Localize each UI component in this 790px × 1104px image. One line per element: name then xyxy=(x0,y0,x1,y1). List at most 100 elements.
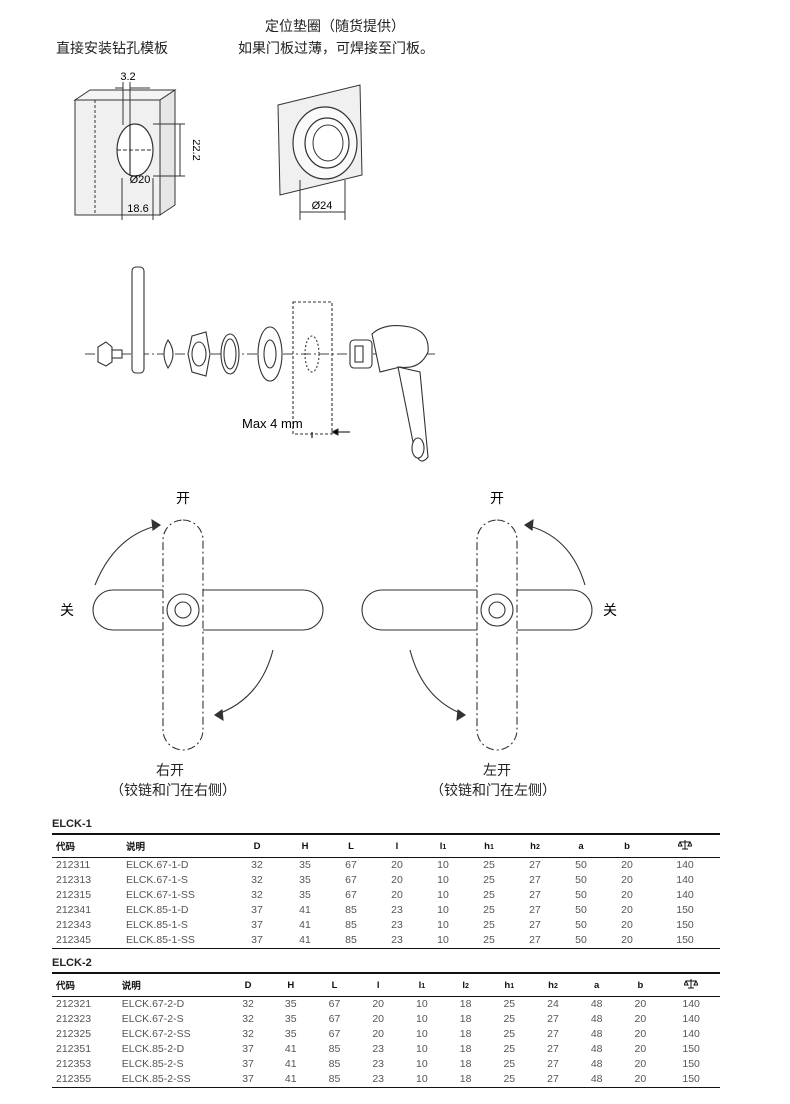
table-cell: 27 xyxy=(531,1072,575,1088)
left-close-label: 关 xyxy=(60,602,74,618)
table-cell: 27 xyxy=(529,904,541,916)
table-cell: 10 xyxy=(416,1028,428,1040)
table-cell: 50 xyxy=(575,859,587,871)
table-cell: 27 xyxy=(529,874,541,886)
table-cell: 150 xyxy=(682,1058,700,1070)
table-cell: 24 xyxy=(547,998,559,1010)
table-cell: 37 xyxy=(251,919,263,931)
left-open-caption: 左开 xyxy=(483,763,511,779)
table-cell: 212353 xyxy=(56,1058,92,1070)
washer-caption-title: 定位垫圈（随货提供） xyxy=(265,19,405,35)
table-cell: 37 xyxy=(232,933,282,949)
column-header: 代码 xyxy=(52,972,118,997)
table-cell: 20 xyxy=(634,1028,647,1040)
table-cell: 25 xyxy=(483,904,495,916)
table-cell: 67 xyxy=(345,859,357,871)
table-cell: ELCK.67-2-S xyxy=(121,1013,184,1025)
table-cell: 25 xyxy=(466,933,512,949)
table-cell: 212355 xyxy=(52,1072,118,1088)
table-cell: 20 xyxy=(621,874,633,886)
table-cell: 85 xyxy=(328,1043,341,1055)
table-cell: 212325 xyxy=(56,1028,92,1040)
column-header xyxy=(662,972,720,997)
right-open-caption-note: （铰链和门在右侧） xyxy=(110,783,236,799)
weight-scale-icon xyxy=(683,979,699,989)
table-cell: ELCK.85-2-S xyxy=(121,1058,184,1070)
table-cell: 27 xyxy=(529,919,541,931)
column-header: h2 xyxy=(531,972,575,997)
table-cell: 85 xyxy=(328,933,374,949)
washer-drawing: Ø24 xyxy=(277,84,363,220)
table-cell: 18 xyxy=(459,1028,472,1040)
column-header: L xyxy=(312,972,357,997)
left-open-caption-note: （铰链和门在左侧） xyxy=(430,783,556,799)
table-cell: 20 xyxy=(621,889,633,901)
table-cell: 67 xyxy=(345,889,357,901)
table-cell: 10 xyxy=(416,1043,428,1055)
table-cell: 27 xyxy=(547,1058,559,1070)
column-header: 代码 xyxy=(52,833,122,858)
table-cell: 35 xyxy=(284,1013,297,1025)
table-cell: 25 xyxy=(483,919,495,931)
table-cell: 41 xyxy=(284,1043,297,1055)
table-cell: 10 xyxy=(416,1013,428,1025)
table-cell: ELCK.85-1-D xyxy=(126,904,189,916)
table-cell: 20 xyxy=(372,1028,385,1040)
table-cell: 35 xyxy=(284,998,297,1010)
table-cell: 48 xyxy=(590,1013,603,1025)
table-cell: 20 xyxy=(621,904,633,916)
table-cell: 140 xyxy=(682,1028,700,1040)
table-cell: 35 xyxy=(299,874,311,886)
table-cell: 212343 xyxy=(56,919,92,931)
table-cell: 67 xyxy=(328,1028,341,1040)
table-cell: 23 xyxy=(391,919,403,931)
table-cell: ELCK.67-2-SS xyxy=(121,1028,191,1040)
table-cell: 27 xyxy=(547,1043,559,1055)
table-cell: 48 xyxy=(574,1072,619,1088)
table-cell: 48 xyxy=(590,998,603,1010)
table-cell: 10 xyxy=(420,933,466,949)
table-cell: 18 xyxy=(459,1013,472,1025)
table-cell: 27 xyxy=(529,859,541,871)
table-cell: 10 xyxy=(437,889,449,901)
table-cell: 41 xyxy=(284,1058,297,1070)
drill-template-caption: 直接安装钻孔模板 xyxy=(56,41,168,57)
column-header: 说明 xyxy=(117,972,228,997)
column-header: a xyxy=(574,972,619,997)
table-cell: 18 xyxy=(459,1058,472,1070)
right-open-caption: 右开 xyxy=(156,763,184,779)
dim-3-2: 3.2 xyxy=(120,71,135,83)
column-header: H xyxy=(268,972,313,997)
table-cell: 23 xyxy=(356,1072,401,1088)
column-header: D xyxy=(227,972,269,997)
table-cell: 50 xyxy=(575,919,587,931)
table-cell: 37 xyxy=(251,904,263,916)
table-cell: 20 xyxy=(634,998,647,1010)
table-cell: 18 xyxy=(443,1072,488,1088)
max-thickness-label: Max 4 mm xyxy=(242,416,303,431)
table-cell: 37 xyxy=(227,1072,269,1088)
right-open-diagram: 开 关 xyxy=(60,490,324,751)
table-cell: 85 xyxy=(328,1058,341,1070)
table-cell: 150 xyxy=(682,1043,700,1055)
column-header: h2 xyxy=(512,833,558,858)
table-cell: 20 xyxy=(391,889,403,901)
table-cell: ELCK.85-1-SS xyxy=(122,933,232,949)
table-cell: 212311 xyxy=(56,859,91,871)
table-cell: 50 xyxy=(558,933,604,949)
table-cell: 20 xyxy=(621,859,633,871)
column-header: D xyxy=(232,833,282,858)
column-header: 说明 xyxy=(122,833,232,858)
column-header: L xyxy=(328,833,374,858)
column-header: l1 xyxy=(420,833,466,858)
table-cell: 23 xyxy=(372,1058,385,1070)
table-cell: 20 xyxy=(621,919,633,931)
table-cell: 10 xyxy=(437,919,449,931)
table-cell: ELCK.85-1-S xyxy=(126,919,188,931)
table-cell: 32 xyxy=(242,1028,254,1040)
table-cell: 85 xyxy=(312,1072,357,1088)
